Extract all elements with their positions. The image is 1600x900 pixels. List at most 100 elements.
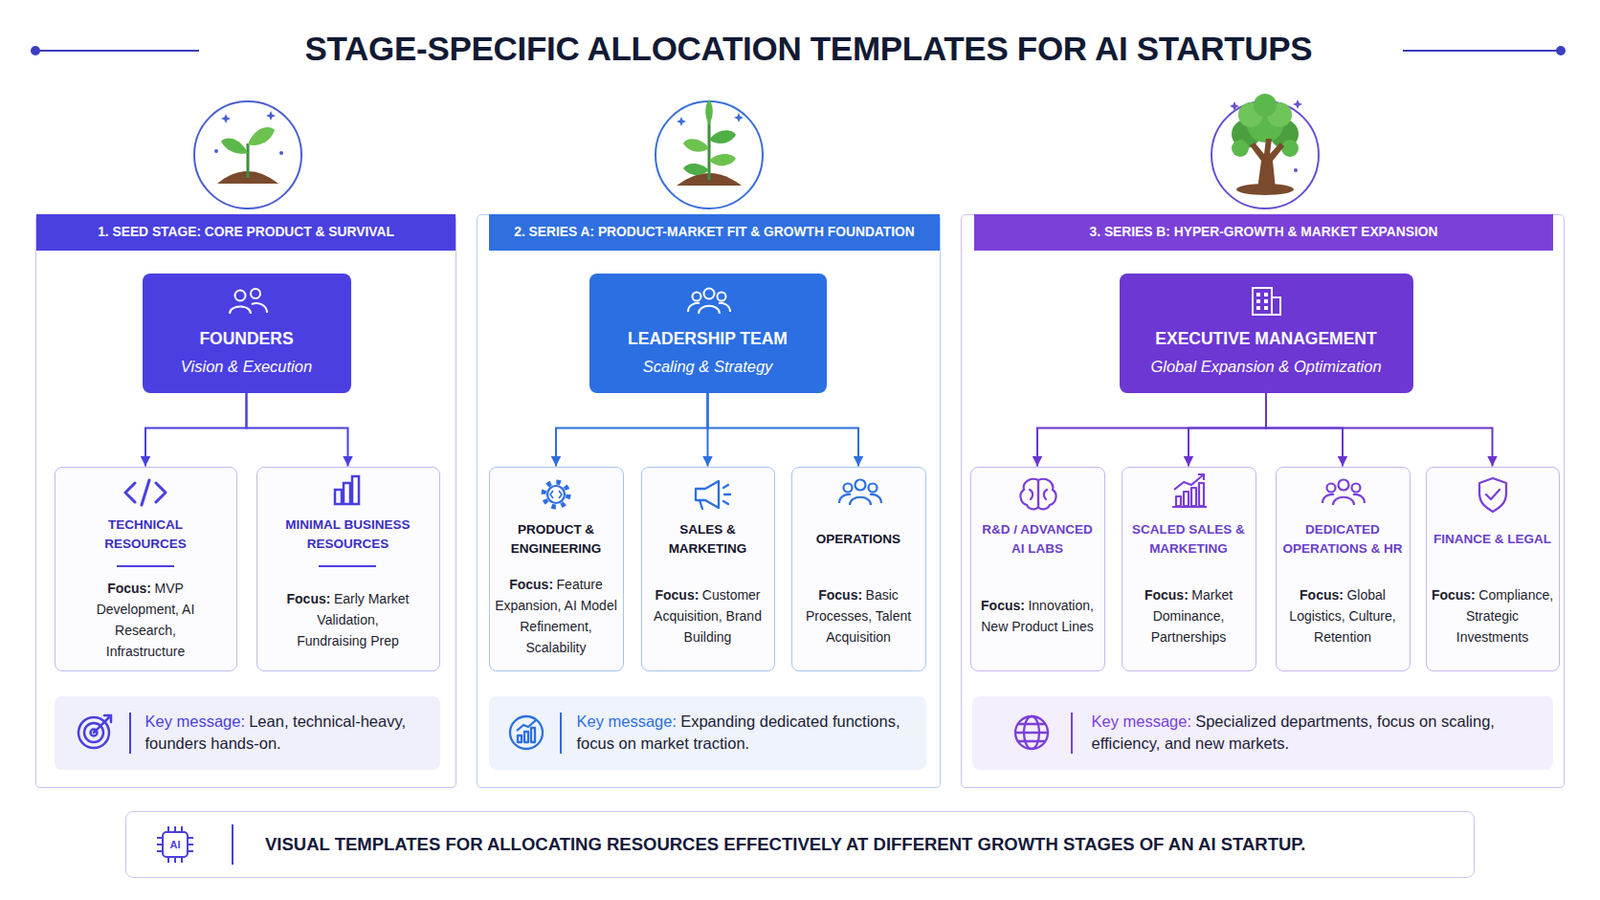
- diagram-caption: VISUAL TEMPLATES FOR ALLOCATING RESOURCE…: [265, 834, 1306, 856]
- people-group-icon: [1322, 494, 1334, 504]
- team-icon: [698, 306, 720, 314]
- building-icon: [1256, 299, 1261, 304]
- stage-heading: 2. SERIES A: PRODUCT-MARKET FIT & GROWTH…: [513, 224, 915, 240]
- caption-box: VISUAL TEMPLATES FOR ALLOCATING RESOURCE…: [125, 811, 1475, 879]
- megaphone-icon: [695, 481, 731, 510]
- plant-illustration: [709, 154, 736, 166]
- tree-illustration: [1238, 102, 1264, 128]
- card-heading-area: R&D / ADVANCED AI LABS: [975, 520, 1101, 560]
- tree-illustration: [1211, 101, 1319, 209]
- tree-illustration: [1231, 139, 1249, 157]
- divider-line: [559, 712, 562, 755]
- tree-illustration: [1281, 139, 1299, 157]
- building-icon: [1271, 297, 1281, 315]
- chart-badge-icon: [524, 732, 529, 743]
- chip-icon: [156, 826, 194, 864]
- focus-label: Focus:: [1299, 587, 1344, 603]
- globe-icon: [1015, 716, 1048, 750]
- gear-icon: [547, 486, 565, 504]
- sprout-illustration: [279, 151, 284, 156]
- card-heading: SCALED SALES & MARKETING: [1126, 520, 1252, 560]
- brain-icon: [1020, 479, 1056, 511]
- connector-arrow: [555, 393, 709, 467]
- title-accent-line: [31, 46, 40, 55]
- card-heading: SALES & MARKETING: [645, 520, 771, 560]
- title-bar: STAGE-SPECIFIC ALLOCATION TEMPLATES FOR …: [0, 27, 1600, 70]
- sprout-illustration: [194, 101, 302, 209]
- people-group-icon: [1327, 484, 1336, 493]
- tree-illustration: [1269, 119, 1299, 149]
- building-icon: [1252, 288, 1272, 315]
- title-accent-line: [1402, 49, 1561, 52]
- people-group-icon: [869, 494, 882, 504]
- stage-panel: 3. SERIES B: HYPER-GROWTH & MARKET EXPAN…: [960, 214, 1565, 789]
- focus-label: Focus:: [654, 587, 699, 603]
- function-card: FINANCE & LEGALFocus:Compliance, Strateg…: [1425, 466, 1560, 672]
- chart-badge-icon: [510, 716, 543, 750]
- people-group-icon: [868, 484, 878, 493]
- people-icon: [251, 303, 267, 313]
- key-message-label: Key message:: [145, 712, 246, 731]
- target-icon: [78, 717, 110, 749]
- growth-chart-icon: [1176, 496, 1181, 507]
- people-icon: [235, 290, 246, 302]
- chip-icon: [162, 832, 188, 858]
- plant-illustration: [709, 130, 736, 144]
- card-body-area: Focus:Innovation, New Product Lines: [975, 569, 1101, 664]
- people-group-icon: [839, 494, 851, 504]
- plant-illustration: [708, 120, 712, 180]
- growth-chart-icon: [1199, 483, 1204, 507]
- people-group-icon: [1322, 480, 1365, 507]
- focus-label: Focus:: [1144, 587, 1189, 603]
- card-heading-area: PRODUCT & ENGINEERING: [493, 520, 620, 560]
- card-body: Focus:Feature Expansion, AI Model Refine…: [493, 574, 620, 659]
- leadership-box: FOUNDERSVision & Execution: [142, 273, 352, 394]
- focus-label: Focus:: [509, 577, 554, 593]
- team-icon: [717, 292, 727, 302]
- code-icon: [125, 480, 166, 506]
- people-group-icon: [849, 497, 871, 506]
- function-card: OPERATIONSFocus:Basic Processes, Talent …: [791, 466, 927, 672]
- shield-icon: [1486, 489, 1500, 500]
- people-group-icon: [1352, 484, 1361, 493]
- stage-band: 3. SERIES B: HYPER-GROWTH & MARKET EXPAN…: [974, 214, 1554, 251]
- title-accent-line: [35, 49, 200, 52]
- growth-chart-icon: [1174, 474, 1204, 490]
- box-heading: LEADERSHIP TEAM: [627, 327, 788, 351]
- target-icon: [84, 723, 104, 743]
- sprout-illustration: [194, 101, 302, 209]
- function-card: MINIMAL BUSINESS RESOURCESFocus:Early Ma…: [256, 466, 441, 672]
- chart-badge-icon: [510, 716, 543, 750]
- brain-icon: [1029, 489, 1047, 500]
- card-body-area: Focus:Market Dominance, Partnerships: [1126, 569, 1252, 664]
- card-body: Focus:Basic Processes, Talent Acquisitio…: [796, 584, 922, 648]
- tree-illustration: [1292, 99, 1303, 110]
- leadership-box: LEADERSHIP TEAMScaling & Strategy: [589, 273, 827, 394]
- card-heading: MINIMAL BUSINESS RESOURCES: [276, 515, 421, 556]
- team-icon: [688, 303, 700, 312]
- card-heading-area: TECHNICAL RESOURCES: [73, 515, 218, 556]
- card-body: Focus:Innovation, New Product Lines: [975, 595, 1101, 638]
- brain-icon: [1038, 479, 1057, 511]
- growth-chart-icon: [1191, 488, 1197, 507]
- sprout-illustration: [247, 127, 275, 146]
- box-heading: FOUNDERS: [199, 327, 293, 351]
- globe-icon: [1015, 716, 1048, 750]
- plant-illustration: [655, 99, 763, 209]
- tree-illustration: [1211, 93, 1319, 209]
- card-heading-area: DEDICATED OPERATIONS & HR: [1280, 520, 1406, 560]
- sprout-illustration: [221, 113, 231, 124]
- card-body-area: Focus:Global Logistics, Culture, Retenti…: [1280, 569, 1406, 664]
- sprout-illustration: [214, 149, 219, 154]
- building-icon: [1256, 292, 1261, 297]
- card-heading: TECHNICAL RESOURCES: [73, 515, 218, 556]
- sprout-illustration: [266, 111, 276, 121]
- function-card: PRODUCT & ENGINEERING Focus:Feature Expan…: [488, 466, 624, 672]
- title-accent-line: [1556, 46, 1565, 55]
- brain-icon: [1020, 479, 1039, 511]
- globe-icon: [1015, 724, 1048, 742]
- card-body-area: Focus:Customer Acquisition, Brand Buildi…: [645, 569, 771, 664]
- tree-illustration: [1246, 106, 1284, 143]
- people-group-icon: [855, 480, 867, 491]
- building-icon: [1252, 288, 1281, 315]
